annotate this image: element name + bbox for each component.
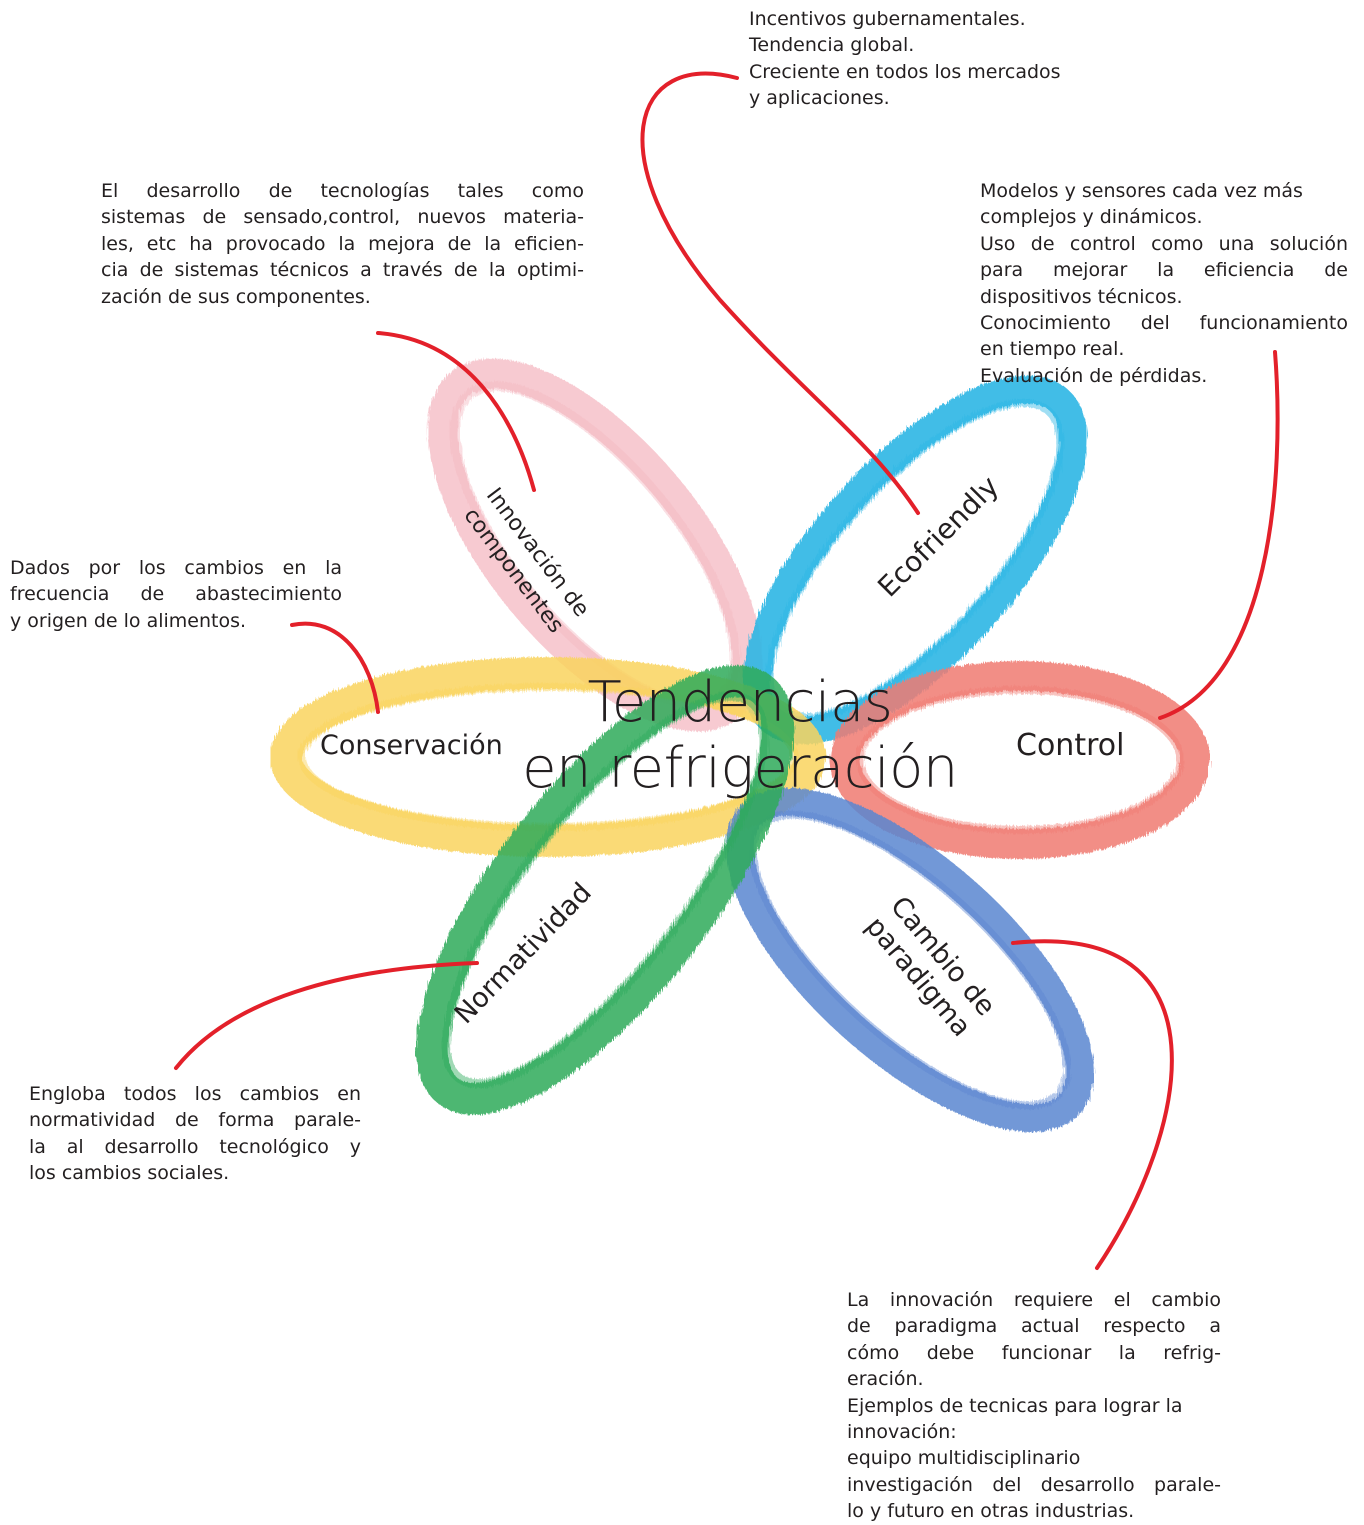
note-line: investigación del desarrollo parale- — [847, 1473, 1221, 1496]
note-line: cómo debe funcionar la refrig- — [847, 1341, 1221, 1364]
label-control: Control — [1016, 728, 1125, 763]
note-line: lo y futuro en otras industrias. — [847, 1500, 1135, 1523]
note-line: y origen de lo alimentos. — [10, 609, 247, 632]
note-line: eración. — [847, 1368, 924, 1391]
note-line: Engloba todos los cambios en — [29, 1083, 361, 1105]
note-line: sistemas de sensado,control, nuevos mate… — [101, 206, 584, 229]
note-line: frecuencia de abastecimiento — [10, 583, 342, 606]
note-line: Uso de control como una solución — [980, 232, 1348, 255]
note-line: zación de sus componentes. — [101, 285, 371, 308]
note-line: Evaluación de pérdidas. — [980, 364, 1208, 387]
note-line: innovación: — [847, 1421, 957, 1444]
note-conservacion: Dados por los cambios en la frecuencia d… — [10, 555, 342, 634]
note-line: cia de sistemas técnicos a través de la … — [101, 259, 584, 282]
connector-control — [1158, 350, 1280, 720]
note-line: en tiempo real. — [980, 338, 1125, 361]
note-line: Dados por los cambios en la — [10, 557, 342, 579]
note-line: Tendencia global. — [749, 34, 915, 57]
note-line: para mejorar la eficiencia de — [980, 259, 1348, 282]
note-line: les, etc ha provocado la mejora de la ef… — [101, 232, 584, 255]
note-innovacion: El desarrollo de tecnologías tales como … — [101, 178, 584, 310]
note-line: El desarrollo de tecnologías tales como — [101, 180, 584, 202]
note-line: complejos y dinámicos. — [980, 206, 1203, 229]
note-normatividad: Engloba todos los cambios en normativida… — [29, 1081, 361, 1187]
note-line: de paradigma actual respecto a — [847, 1315, 1221, 1338]
connector-conservacion — [290, 621, 380, 714]
note-cambio: La innovación requiere el cambio de para… — [847, 1287, 1221, 1525]
note-line: equipo multidisciplinario — [847, 1447, 1081, 1470]
connector-cambio — [1011, 939, 1174, 1270]
connector-normatividad — [174, 961, 479, 1070]
note-line: Ejemplos de tecnicas para lograr la — [847, 1394, 1183, 1417]
label-conservacion: Conservación — [320, 730, 503, 761]
loop-normatividad — [416, 665, 794, 1115]
note-line: Conocimiento del funcionamiento — [980, 312, 1348, 335]
note-control: Modelos y sensores cada vez más complejo… — [980, 178, 1348, 389]
loop-control — [830, 661, 1210, 859]
center-title: Tendencias en refrigeración — [480, 670, 1000, 802]
note-line: Creciente en todos los mercados — [749, 60, 1061, 83]
note-line: y aplicaciones. — [749, 87, 890, 110]
note-line: dispositivos técnicos. — [980, 285, 1183, 308]
note-ecofriendly: Incentivos gubernamentales. Tendencia gl… — [749, 6, 1061, 112]
note-line: Modelos y sensores cada vez más — [980, 180, 1303, 202]
center-title-line1: Tendencias — [587, 670, 893, 735]
note-line: los cambios sociales. — [29, 1162, 230, 1185]
connector-ecofriendly — [640, 71, 920, 515]
center-title-line2: en refrigeración — [522, 736, 958, 801]
note-line: la al desarrollo tecnológico y — [29, 1135, 361, 1158]
connector-innovacion — [376, 331, 536, 492]
note-line: Incentivos gubernamentales. — [749, 8, 1026, 30]
note-line: La innovación requiere el cambio — [847, 1289, 1221, 1311]
note-line: normatividad de forma parale- — [29, 1109, 361, 1132]
